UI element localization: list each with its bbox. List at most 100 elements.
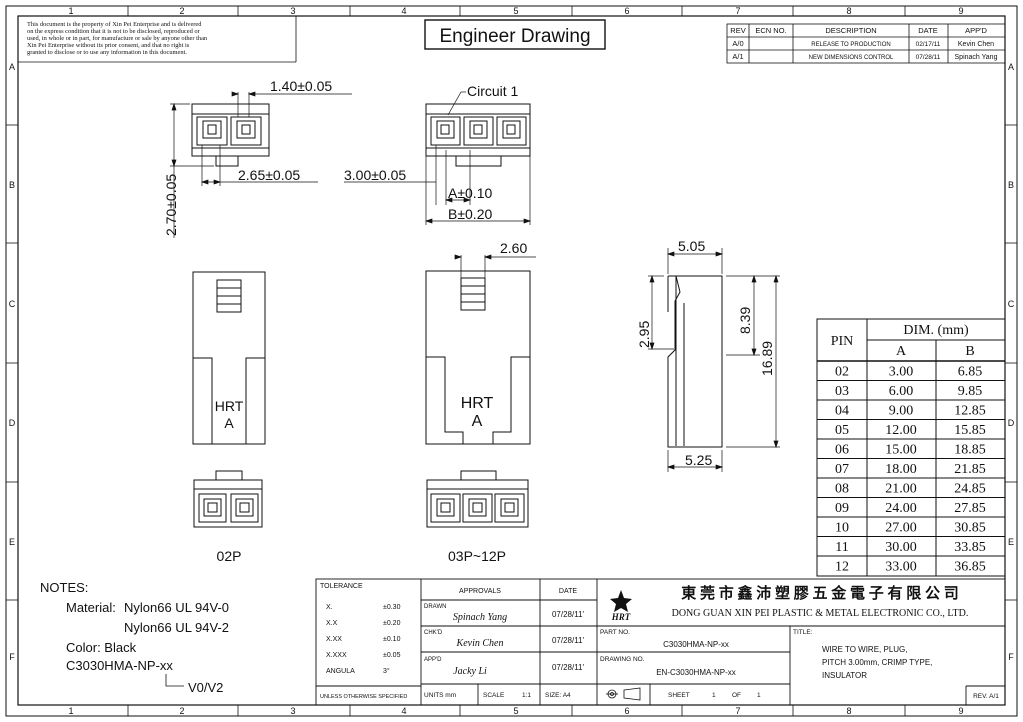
pin-cell: 11 bbox=[835, 540, 848, 555]
dim-mm-header: DIM. (mm) bbox=[903, 323, 969, 338]
col-label: 9 bbox=[958, 706, 963, 716]
dim-b-cell: 30.85 bbox=[954, 521, 986, 536]
zone-ticks bbox=[6, 6, 1017, 716]
tol-value: ±0.05 bbox=[383, 652, 401, 659]
notice-line: used, in whole or in part, for manufactu… bbox=[27, 35, 208, 42]
appd-label: APP'D bbox=[424, 657, 442, 663]
dim-a-cell: 15.00 bbox=[885, 443, 917, 458]
company-name-en: DONG GUAN XIN PEI PLASTIC & METAL ELECTR… bbox=[672, 608, 969, 619]
projection-symbol-icon bbox=[606, 687, 641, 701]
date-cell: 07/28/11 bbox=[916, 54, 941, 61]
dim-pitch: 3.00±0.05 bbox=[344, 167, 406, 183]
row-label: F bbox=[1008, 652, 1014, 662]
desc-cell: RELEASE TO PRODUCTION bbox=[811, 42, 890, 48]
col-label: 2 bbox=[179, 6, 184, 16]
dim-a-cell: 3.00 bbox=[889, 365, 914, 380]
dims-260 bbox=[454, 254, 536, 278]
notes-title: NOTES: bbox=[40, 580, 88, 595]
dim-b-cell: 24.85 bbox=[954, 482, 986, 497]
pin-cell: 04 bbox=[835, 404, 849, 419]
col-b-header: B bbox=[965, 344, 974, 359]
col-label: 1 bbox=[68, 6, 73, 16]
tolerance-title: TOLERANCE bbox=[320, 583, 363, 590]
drawing-title: Engineer Drawing bbox=[439, 26, 590, 47]
tol-key: X.X bbox=[326, 620, 338, 627]
tol-value: 3° bbox=[383, 667, 390, 675]
dim-b-cell: 21.85 bbox=[954, 462, 986, 477]
rev-cell: A/0 bbox=[732, 39, 743, 48]
dim-a-cell: 18.00 bbox=[885, 462, 917, 477]
bottom-view-2p bbox=[193, 470, 263, 528]
dim-b-cell: 18.85 bbox=[954, 443, 986, 458]
label-03p-12p: 03P~12P bbox=[448, 548, 506, 564]
drawn-label: DRAWN bbox=[424, 604, 446, 610]
chkd-label: CHK'D bbox=[424, 630, 443, 636]
pin-cell: 03 bbox=[835, 384, 849, 399]
units: UNITS mm bbox=[424, 692, 456, 699]
part-note: C3030HMA-NP-xx bbox=[66, 658, 173, 673]
dim-a-cell: 6.00 bbox=[889, 384, 914, 399]
notice-line: This document is the property of Xin Pei… bbox=[27, 21, 202, 28]
date-header: DATE bbox=[559, 588, 577, 595]
description-header: DESCRIPTION bbox=[825, 26, 876, 35]
company-logo-icon: HRT bbox=[610, 590, 632, 622]
title-label: TITLE: bbox=[793, 629, 813, 636]
pin-cell: 12 bbox=[835, 560, 849, 575]
zone-labels: 1 2 3 4 5 6 7 8 9 1 2 3 4 5 6 7 8 9 A B … bbox=[9, 6, 1015, 716]
a-mark-3p: A bbox=[472, 413, 483, 430]
ecn-header: ECN NO. bbox=[755, 26, 786, 35]
part-no-label: PART NO. bbox=[600, 629, 630, 636]
col-label: 4 bbox=[401, 6, 406, 16]
title-block-grid bbox=[315, 578, 1006, 706]
drawing-title-box bbox=[424, 19, 606, 50]
row-label: F bbox=[9, 652, 15, 662]
dim-a-cell: 21.00 bbox=[885, 482, 917, 497]
desc-cell: NEW DIMENSIONS CONTROL bbox=[809, 55, 894, 61]
color-note: Color: Black bbox=[66, 640, 137, 655]
dim-a: A±0.10 bbox=[448, 185, 492, 201]
pin-cell: 07 bbox=[835, 462, 849, 477]
appd-cell: Kevin Chen bbox=[958, 41, 994, 48]
tol-value: ±0.30 bbox=[383, 604, 401, 611]
rev-header: REV bbox=[730, 26, 745, 35]
company-logo-text: HRT bbox=[611, 612, 631, 622]
pin-cell: 09 bbox=[835, 501, 849, 516]
dim-b-cell: 27.85 bbox=[954, 501, 986, 516]
material-label: Material: bbox=[66, 600, 116, 615]
dim-260: 2.60 bbox=[500, 240, 527, 256]
appd-signature: Jacky Li bbox=[453, 666, 487, 677]
material-v0: Nylon66 UL 94V-0 bbox=[124, 600, 229, 615]
dim-a-cell: 30.00 bbox=[885, 540, 917, 555]
row-label: B bbox=[1008, 180, 1014, 190]
a-mark-2p: A bbox=[224, 415, 234, 431]
col-label: 7 bbox=[735, 6, 740, 16]
pin-header: PIN bbox=[831, 334, 854, 349]
of-value: 1 bbox=[757, 692, 761, 699]
material-v2: Nylon66 UL 94V-2 bbox=[124, 620, 229, 635]
row-label: D bbox=[9, 418, 16, 428]
col-label: 5 bbox=[513, 6, 518, 16]
drawn-signature: Spinach Yang bbox=[453, 612, 507, 623]
row-label: E bbox=[9, 537, 15, 547]
appd-cell: Spinach Yang bbox=[955, 54, 998, 61]
drawing-no: EN-C3030HMA-NP-xx bbox=[656, 668, 736, 677]
date-cell: 02/17/11 bbox=[916, 41, 941, 48]
dim-height: 2.70±0.05 bbox=[163, 174, 179, 236]
tol-value: ±0.20 bbox=[383, 620, 401, 627]
dim-b-cell: 15.85 bbox=[954, 423, 986, 438]
side-view bbox=[667, 275, 723, 448]
dim-width-2p: 2.65±0.05 bbox=[238, 167, 300, 183]
dims-2p bbox=[170, 91, 352, 238]
col-label: 9 bbox=[958, 6, 963, 16]
tol-value: ±0.10 bbox=[383, 636, 401, 643]
hrt-mark-3p: HRT bbox=[461, 395, 494, 412]
drawing-no-label: DRAWING NO. bbox=[600, 656, 645, 663]
row-label: C bbox=[1008, 299, 1015, 309]
col-label: 8 bbox=[846, 706, 851, 716]
dim-a-cell: 33.00 bbox=[885, 560, 917, 575]
title-line-1: WIRE TO WIRE, PLUG, bbox=[822, 645, 908, 654]
appd-header: APP'D bbox=[965, 26, 987, 35]
approvals-header: APPROVALS bbox=[459, 588, 501, 595]
of-label: OF bbox=[732, 692, 741, 699]
col-label: 3 bbox=[290, 706, 295, 716]
